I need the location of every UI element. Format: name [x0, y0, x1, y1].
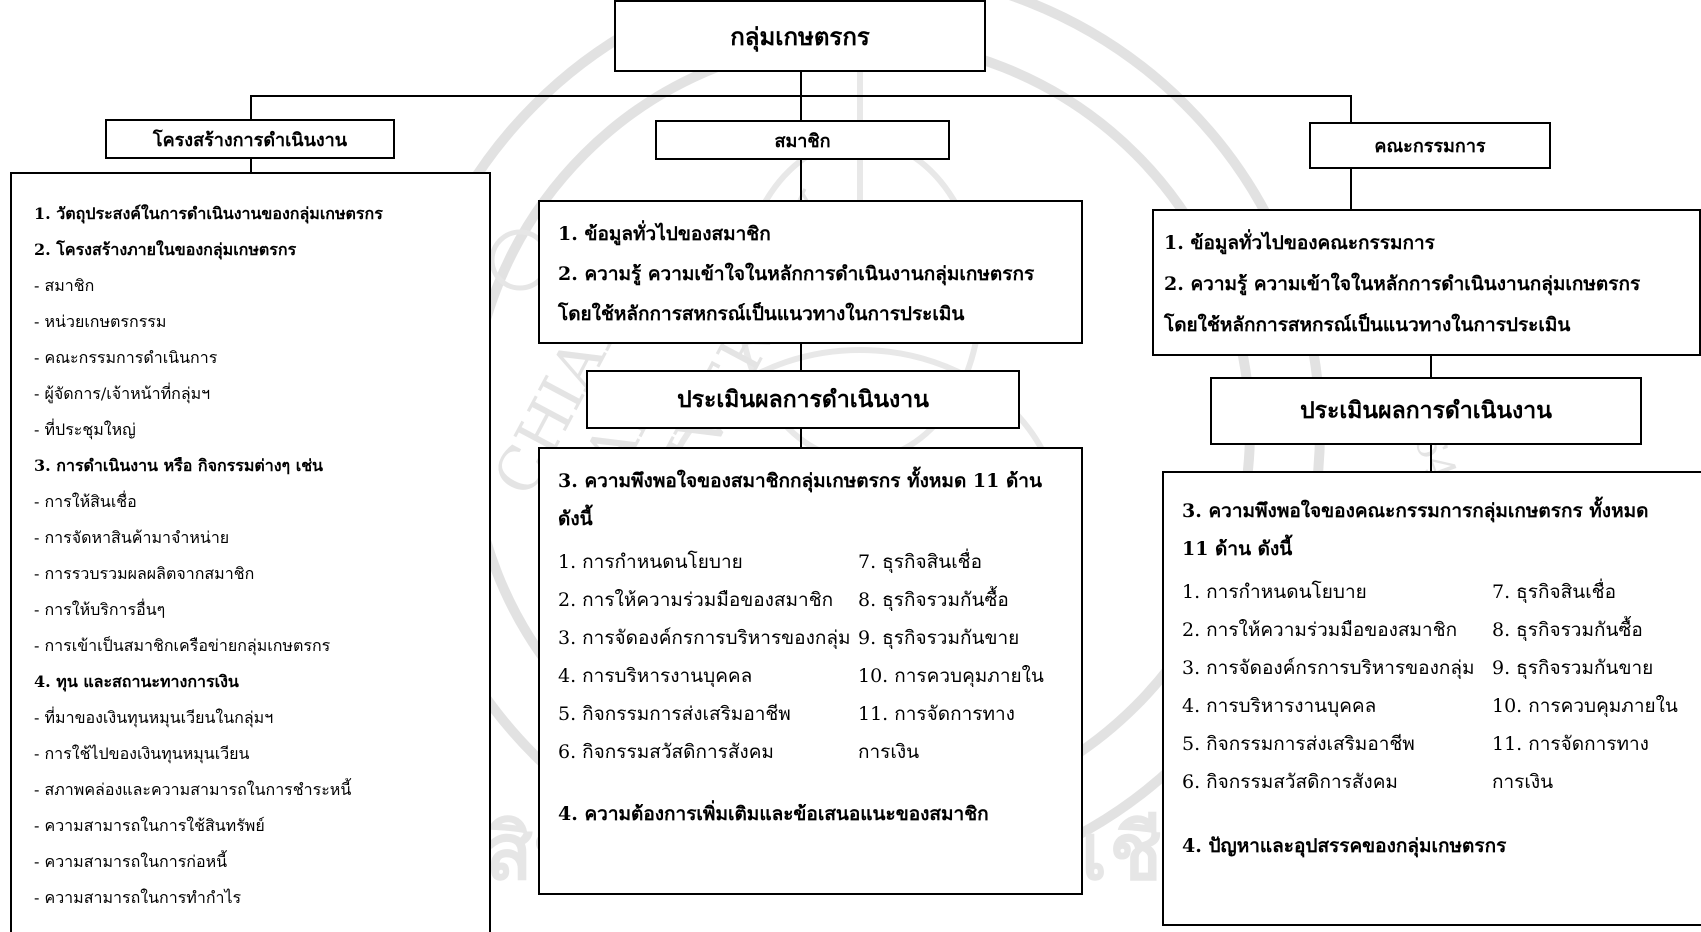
- satisfaction-row: 3. การจัดองค์กรการบริหารของกลุ่ม 9. ธุรกิ…: [1182, 649, 1701, 687]
- middle-satisfaction-title-1: 3. ความพึงพอใจของสมาชิกกลุ่มเกษตรกร ทั้ง…: [558, 470, 1042, 492]
- satisfaction-item-right: 11. การจัดการทาง: [858, 703, 1015, 725]
- satisfaction-row: 6. กิจกรรมสวัสดิการสังคม การเงิน: [558, 733, 1081, 771]
- right-final-item: 4. ปัญหาและอุปสรรคของกลุ่มเกษตรกร: [1182, 835, 1507, 857]
- satisfaction-item-left: 6. กิจกรรมสวัสดิการสังคม: [1182, 771, 1398, 793]
- left-list-item: - การใช้ไปของเงินทุนหมุนเวียน: [34, 744, 250, 763]
- satisfaction-row: 5. กิจกรรมการส่งเสริมอาชีพ 11. การจัดการท…: [1182, 725, 1701, 763]
- left-list-item: - การรวบรวมผลผลิตจากสมาชิก: [34, 564, 255, 583]
- middle-eval-box: ประเมินผลการดำเนินงาน: [586, 370, 1020, 429]
- right-info-to-eval: [1430, 355, 1432, 379]
- satisfaction-item-left: 1. การกำหนดนโยบาย: [1182, 581, 1367, 603]
- left-list-item: - การจัดหาสินค้ามาจำหน่าย: [34, 528, 230, 547]
- left-header-label: โครงสร้างการดำเนินงาน: [152, 129, 348, 151]
- right-satisfaction-title-2: 11 ด้าน ดังนี้: [1182, 538, 1293, 560]
- middle-info-line-2: 2. ความรู้ ความเข้าใจในหลักการดำเนินงานก…: [558, 263, 1035, 285]
- satisfaction-item-right: 7. ธุรกิจสินเชื่อ: [858, 551, 982, 573]
- satisfaction-item-left: 3. การจัดองค์กรการบริหารของกลุ่ม: [1182, 657, 1475, 679]
- right-branch-connector: [1350, 95, 1352, 122]
- right-header-to-info: [1350, 168, 1352, 210]
- satisfaction-item-right: 8. ธุรกิจรวมกันซื้อ: [858, 589, 1009, 611]
- satisfaction-row: 6. กิจกรรมสวัสดิการสังคม การเงิน: [1182, 763, 1701, 801]
- satisfaction-row: 3. การจัดองค์กรการบริหารของกลุ่ม 9. ธุรกิ…: [558, 619, 1081, 657]
- satisfaction-item-left: 1. การกำหนดนโยบาย: [558, 551, 743, 573]
- left-list-item: - สมาชิก: [34, 276, 95, 295]
- satisfaction-item-left: 6. กิจกรรมสวัสดิการสังคม: [558, 741, 774, 763]
- root-stem: [800, 70, 802, 96]
- right-info-line-1: 1. ข้อมูลทั่วไปของคณะกรรมการ: [1164, 232, 1435, 254]
- satisfaction-item-right: 8. ธุรกิจรวมกันซื้อ: [1492, 619, 1643, 641]
- left-list-item: 4. ทุน และสถานะทางการเงิน: [34, 672, 239, 691]
- left-list-item: - ความสามารถในการใช้สินทรัพย์: [34, 816, 265, 835]
- left-list-item: - สภาพคล่องและความสามารถในการชำระหนี้: [34, 780, 352, 799]
- middle-final-item: 4. ความต้องการเพิ่มเติมและข้อเสนอแนะของส…: [558, 803, 989, 825]
- right-eval-box: ประเมินผลการดำเนินงาน: [1210, 377, 1642, 445]
- satisfaction-row: 1. การกำหนดนโยบาย 7. ธุรกิจสินเชื่อ: [1182, 573, 1701, 611]
- left-list-item: - คณะกรรมการดำเนินการ: [34, 348, 218, 367]
- satisfaction-row: 2. การให้ความร่วมมือของสมาชิก 8. ธุรกิจรว…: [1182, 611, 1701, 649]
- satisfaction-item-left: 4. การบริหารงานบุคคล: [1182, 695, 1377, 717]
- right-satisfaction-items: 1. การกำหนดนโยบาย 7. ธุรกิจสินเชื่อ 2. การ…: [1182, 573, 1701, 801]
- right-satisfaction-box: 3. ความพึงพอใจของคณะกรรมการกลุ่มเกษตรกร …: [1162, 471, 1701, 926]
- satisfaction-row: 4. การบริหารงานบุคคล 10. การควบคุมภายใน: [558, 657, 1081, 695]
- left-list-item: - หน่วยเกษตรกรรม: [34, 312, 167, 331]
- middle-satisfaction-title-2: ดังนี้: [558, 508, 593, 530]
- satisfaction-item-right: 11. การจัดการทาง: [1492, 733, 1649, 755]
- satisfaction-item-left: 5. กิจกรรมการส่งเสริมอาชีพ: [1182, 733, 1415, 755]
- satisfaction-item-right: 9. ธุรกิจรวมกันขาย: [1492, 657, 1654, 679]
- satisfaction-item-right: 9. ธุรกิจรวมกันขาย: [858, 627, 1020, 649]
- left-list-item: 1. วัตถุประสงค์ในการดำเนินงานของกลุ่มเกษ…: [34, 204, 383, 223]
- middle-info-line-3: โดยใช้หลักการสหกรณ์เป็นแนวทางในการประเมิ…: [558, 303, 965, 325]
- satisfaction-item-left: 2. การให้ความร่วมมือของสมาชิก: [558, 589, 834, 611]
- root-node: กลุ่มเกษตรกร: [614, 0, 986, 72]
- left-list-item: - ความสามารถในการทำกำไร: [34, 888, 242, 907]
- satisfaction-row: 1. การกำหนดนโยบาย 7. ธุรกิจสินเชื่อ: [558, 543, 1081, 581]
- satisfaction-item-left: 4. การบริหารงานบุคคล: [558, 665, 753, 687]
- satisfaction-row: 2. การให้ความร่วมมือของสมาชิก 8. ธุรกิจรว…: [558, 581, 1081, 619]
- middle-satisfaction-items: 1. การกำหนดนโยบาย 7. ธุรกิจสินเชื่อ 2. การ…: [558, 543, 1081, 771]
- satisfaction-item-left: 2. การให้ความร่วมมือของสมาชิก: [1182, 619, 1458, 641]
- left-structure-list: 1. วัตถุประสงค์ในการดำเนินงานของกลุ่มเกษ…: [10, 172, 491, 932]
- left-list-item: - ที่ประชุมใหญ่: [34, 420, 136, 439]
- left-list-item: - การเข้าเป็นสมาชิกเครือข่ายกลุ่มเกษตรกร: [34, 636, 331, 655]
- root-label: กลุ่มเกษตรกร: [730, 21, 870, 51]
- left-list-item: - ผู้จัดการ/เจ้าหน้าที่กลุ่มฯ: [34, 384, 211, 403]
- middle-info-box: 1. ข้อมูลทั่วไปของสมาชิก 2. ความรู้ ความ…: [538, 200, 1083, 344]
- left-list-item: 2. โครงสร้างภายในของกลุ่มเกษตรกร: [34, 240, 297, 259]
- left-list-item: - ที่มาของเงินทุนหมุนเวียนในกลุ่มฯ: [34, 708, 274, 727]
- right-info-box: 1. ข้อมูลทั่วไปของคณะกรรมการ 2. ความรู้ …: [1152, 209, 1701, 356]
- left-header-box: โครงสร้างการดำเนินงาน: [105, 119, 395, 159]
- satisfaction-item-right: 7. ธุรกิจสินเชื่อ: [1492, 581, 1616, 603]
- left-list-item: - ความสามารถในการก่อหนี้: [34, 852, 228, 871]
- right-eval-to-satisfaction: [1430, 445, 1432, 473]
- middle-branch-connector: [800, 95, 802, 120]
- left-list-item: - การให้บริการอื่นๆ: [34, 600, 166, 619]
- left-list-item: - การให้สินเชื่อ: [34, 492, 137, 511]
- satisfaction-item-left: 3. การจัดองค์กรการบริหารของกลุ่ม: [558, 627, 851, 649]
- right-satisfaction-title-1: 3. ความพึงพอใจของคณะกรรมการกลุ่มเกษตรกร …: [1182, 500, 1649, 522]
- right-header-label: คณะกรรมการ: [1374, 136, 1486, 157]
- satisfaction-item-right: 10. การควบคุมภายใน: [858, 665, 1044, 687]
- satisfaction-row: 5. กิจกรรมการส่งเสริมอาชีพ 11. การจัดการท…: [558, 695, 1081, 733]
- satisfaction-item-right: การเงิน: [858, 741, 920, 763]
- middle-header-to-info: [800, 158, 802, 200]
- middle-eval-to-satisfaction: [800, 428, 802, 448]
- left-branch-connector: [250, 95, 252, 119]
- middle-info-line-1: 1. ข้อมูลทั่วไปของสมาชิก: [558, 223, 771, 245]
- middle-header-box: สมาชิก: [655, 120, 950, 160]
- right-info-line-3: โดยใช้หลักการสหกรณ์เป็นแนวทางในการประเมิ…: [1164, 314, 1571, 336]
- right-eval-label: ประเมินผลการดำเนินงาน: [1300, 397, 1552, 424]
- middle-eval-label: ประเมินผลการดำเนินงาน: [677, 385, 929, 413]
- right-header-box: คณะกรรมการ: [1309, 122, 1551, 169]
- middle-header-label: สมาชิก: [774, 130, 831, 152]
- satisfaction-item-right: การเงิน: [1492, 771, 1554, 793]
- left-list-items: 1. วัตถุประสงค์ในการดำเนินงานของกลุ่มเกษ…: [34, 196, 489, 916]
- right-info-line-2: 2. ความรู้ ความเข้าใจในหลักการดำเนินงานก…: [1164, 273, 1641, 295]
- left-list-item: 3. การดำเนินงาน หรือ กิจกรรมต่างๆ เช่น: [34, 456, 323, 475]
- left-header-to-list: [250, 158, 252, 172]
- satisfaction-item-right: 10. การควบคุมภายใน: [1492, 695, 1678, 717]
- satisfaction-item-left: 5. กิจกรรมการส่งเสริมอาชีพ: [558, 703, 791, 725]
- middle-satisfaction-box: 3. ความพึงพอใจของสมาชิกกลุ่มเกษตรกร ทั้ง…: [538, 447, 1083, 895]
- middle-info-to-eval: [800, 343, 802, 371]
- satisfaction-row: 4. การบริหารงานบุคคล 10. การควบคุมภายใน: [1182, 687, 1701, 725]
